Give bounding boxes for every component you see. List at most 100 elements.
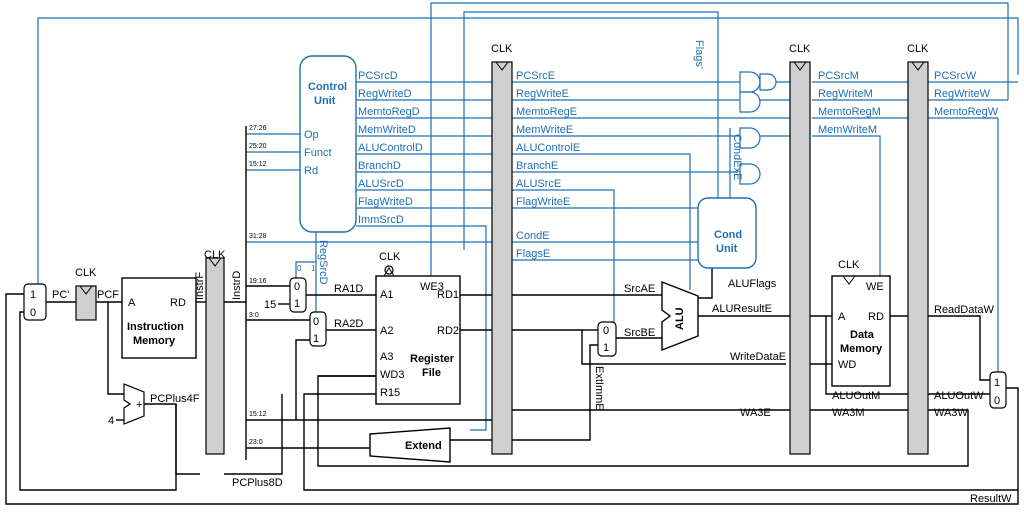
control-e-labels: PCSrcE RegWriteE MemtoRegE MemWriteE ALU…: [516, 70, 580, 260]
ra2-mux-1: 1: [313, 333, 319, 345]
cond-title-2: Unit: [716, 243, 738, 255]
dm-port-rd: RD: [868, 311, 884, 323]
clk-label-fd: CLK: [204, 249, 226, 261]
control-m-labels: PCSrcM RegWriteM MemtoRegM MemWriteM: [818, 70, 881, 136]
regsrc-bit-1: 1: [311, 264, 316, 273]
memtoregw-label: MemtoRegW: [934, 106, 999, 118]
writedatae-label: WriteDataE: [730, 351, 786, 363]
rf-title-1: Register: [410, 353, 455, 365]
ra1-mux-1: 1: [294, 298, 300, 310]
ra1-mux-0: 0: [294, 281, 300, 293]
cond-unit-block: [697, 197, 757, 269]
decode-execute-register: [491, 61, 513, 455]
ra2-mux: [309, 311, 327, 347]
dm-title-1: Data: [850, 329, 875, 341]
flags-prime-label: Flags': [693, 40, 705, 69]
rf-port-rd2: RD2: [437, 325, 459, 337]
pcplus4f-label: PCPlus4F: [150, 393, 200, 405]
pcsrcd-label: PCSrcD: [358, 70, 398, 82]
rf-port-r15: R15: [380, 387, 400, 399]
ra2-mux-0: 0: [313, 316, 319, 328]
register-file-block: [375, 275, 461, 405]
alucontrole-label: ALUControlE: [516, 142, 580, 154]
ra2d-label: RA2D: [334, 318, 363, 330]
resultw-label: ResultW: [970, 493, 1012, 505]
bitfield-25-20: 25:20: [249, 143, 267, 150]
pcsrcw-label: PCSrcW: [934, 70, 977, 82]
wa3m-label: WA3M: [832, 407, 865, 419]
srcbe-label: SrcBE: [624, 327, 655, 339]
data-memory-block: [831, 275, 891, 387]
execute-memory-register: [789, 61, 811, 455]
control-wires: [37, 2, 1019, 431]
alusrcd-label: ALUSrcD: [358, 178, 404, 190]
cond-title-1: Cond: [714, 229, 742, 241]
imem-port-rd: RD: [170, 297, 186, 309]
ra1-mux: [289, 277, 307, 313]
readdataw-label: ReadDataW: [934, 304, 995, 316]
rf-port-a2: A2: [380, 325, 393, 337]
memtoregm-label: MemtoRegM: [818, 106, 881, 118]
bitfield-3-0: 3:0: [249, 312, 259, 319]
srcb-mux: [597, 321, 617, 357]
conde-label: CondE: [516, 230, 550, 242]
aluresulte-label: ALUResultE: [712, 303, 772, 315]
memwritem-label: MemWriteM: [818, 124, 877, 136]
cu-port-rd: Rd: [304, 165, 318, 177]
rf-port-we3: WE3: [420, 281, 444, 293]
cu-title-1: Control: [308, 81, 347, 93]
control-w-labels: PCSrcW RegWriteW MemtoRegW: [934, 70, 999, 118]
imem-title-2: Memory: [133, 335, 176, 347]
extend-title: Extend: [405, 440, 442, 452]
pc-mux-0: 0: [30, 307, 36, 319]
cu-port-op: Op: [304, 129, 319, 141]
bitfield-15-12-d: 15:12: [249, 161, 267, 168]
pc-mux: [23, 283, 47, 321]
rf-port-a3: A3: [380, 351, 393, 363]
clk-label-pc: CLK: [75, 267, 97, 279]
clk-label-mw: CLK: [907, 43, 929, 55]
result-mux-1: 1: [994, 377, 1000, 389]
cu-title-2: Unit: [314, 95, 336, 107]
clk-label-dm: CLK: [838, 259, 860, 271]
instrf-label: InstrF: [194, 272, 206, 300]
regwritee-label: RegWriteE: [516, 88, 569, 100]
cu-port-funct: Funct: [304, 147, 332, 159]
bitfield-19-16: 19:16: [249, 278, 267, 285]
regsrc-bit-0: 0: [297, 264, 302, 273]
result-mux-0: 0: [994, 395, 1000, 407]
aluoutm-label: ALUOutM: [832, 390, 880, 402]
and-gates: [739, 71, 777, 185]
bitfield-27-26: 27:26: [249, 125, 267, 132]
branchd-label: BranchD: [358, 160, 401, 172]
bitfield-15-12: 15:12: [249, 411, 267, 418]
flagse-label: FlagsE: [516, 248, 550, 260]
dm-port-we: WE: [866, 281, 884, 293]
srcb-mux-0: 0: [603, 325, 609, 337]
pipeline-registers: [75, 61, 929, 455]
flagwritee-label: FlagWriteE: [516, 196, 570, 208]
wa3e-label: WA3E: [740, 407, 771, 419]
memtorege-label: MemtoRegE: [516, 106, 577, 118]
wa3w-label: WA3W: [934, 407, 968, 419]
srcae-label: SrcAE: [624, 283, 655, 295]
pcplus8d-label: PCPlus8D: [232, 477, 283, 489]
memory-writeback-register: [907, 61, 929, 455]
extend-block: [369, 427, 451, 463]
bitfield-31-28: 31:28: [249, 233, 267, 240]
clock-triangles: [79, 61, 925, 295]
imem-port-a: A: [128, 297, 136, 309]
imem-title-1: Instruction: [127, 321, 184, 333]
pc-prime-label: PC': [52, 289, 69, 301]
result-mux: [989, 371, 1007, 409]
srcb-mux-1: 1: [603, 342, 609, 354]
pc-register: [75, 285, 97, 321]
control-d-labels: PCSrcD RegWriteD MemtoRegD MemWriteD ALU…: [358, 70, 423, 226]
extimme-label: ExtImmE: [593, 366, 605, 411]
pcf-label: PCF: [97, 289, 119, 301]
clk-label-em: CLK: [789, 43, 811, 55]
control-unit-block: [299, 55, 357, 233]
clk-label-de: CLK: [491, 43, 513, 55]
immsrcd-label: ImmSrcD: [358, 214, 404, 226]
